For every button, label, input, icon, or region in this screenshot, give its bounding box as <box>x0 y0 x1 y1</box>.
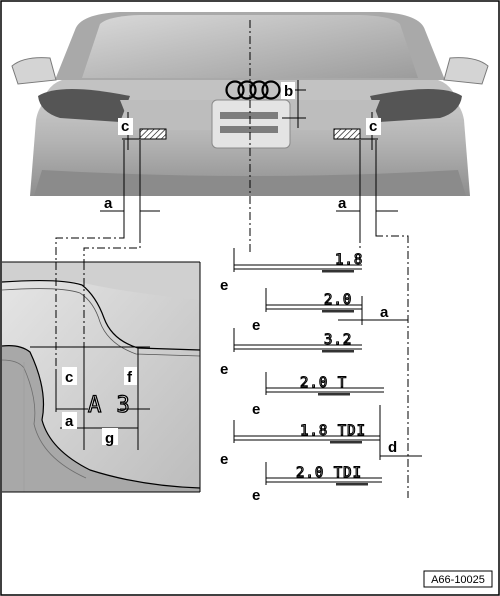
emblem-3: 3.2 e <box>220 328 362 378</box>
reference-number: A66-10025 <box>431 574 485 586</box>
emblem-1: 1.8 e <box>220 248 363 294</box>
inset-emblem: A 3 <box>88 393 131 418</box>
emblem-4: 2.0 T e <box>252 372 384 418</box>
label-a-inset: a <box>65 413 74 430</box>
emblem-2: 2.0 e <box>252 288 362 334</box>
label-b: b <box>284 83 293 100</box>
label-e-2: e <box>252 317 260 334</box>
label-f: f <box>127 369 133 386</box>
svg-text:2.0: 2.0 <box>324 292 352 308</box>
audi-rings-icon <box>225 80 245 100</box>
svg-text:2.0 TDI: 2.0 TDI <box>296 465 362 481</box>
left-badge-marker <box>139 128 167 140</box>
svg-text:1.8 TDI: 1.8 TDI <box>300 423 366 439</box>
label-a-top-right: a <box>338 195 347 212</box>
svg-text:1.8: 1.8 <box>335 252 363 268</box>
car-rear-illustration <box>11 12 489 196</box>
label-c-left: c <box>121 118 129 135</box>
emblem-6: 2.0 TDI e <box>252 462 382 504</box>
label-e-3: e <box>220 361 228 378</box>
right-badge-marker <box>333 128 361 140</box>
label-e-1: e <box>220 277 228 294</box>
svg-text:3.2: 3.2 <box>324 332 352 348</box>
reference-box <box>423 570 493 588</box>
inset-close-up <box>2 262 200 492</box>
label-c-right: c <box>369 118 377 135</box>
label-e-4: e <box>252 401 260 418</box>
svg-text:2.0 T: 2.0 T <box>300 375 347 391</box>
label-a-top-left: a <box>104 195 113 212</box>
label-g: g <box>105 430 114 447</box>
label-d: d <box>388 439 397 456</box>
label-a-right: a <box>380 304 389 321</box>
label-e-6: e <box>252 487 260 504</box>
label-e-5: e <box>220 451 228 468</box>
emblem-5: 1.8 TDI e <box>220 420 380 468</box>
label-c-inset: c <box>65 369 73 386</box>
